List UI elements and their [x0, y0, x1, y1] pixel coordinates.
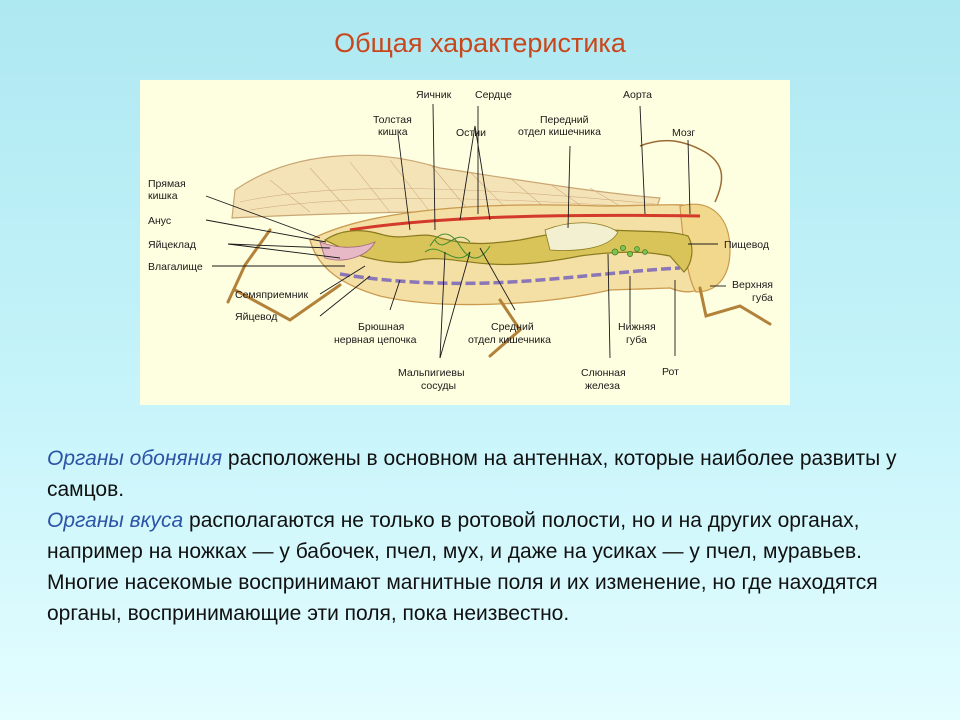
ventral-nerve-cord — [339, 266, 681, 286]
label-ovary: Яичник — [416, 89, 452, 101]
term-smell-organs: Органы обоняния — [47, 447, 223, 470]
label-nerve-cord-2: нервная цепочка — [334, 334, 417, 346]
salivary-gland — [611, 245, 648, 257]
paragraph-smell-text: расположены в основном на антеннах, кото… — [47, 447, 897, 501]
label-upper-lip: Верхняя — [732, 279, 773, 291]
label-malpighian: Мальпигиевы — [398, 367, 465, 379]
label-salivary: Слюнная — [581, 367, 626, 379]
ovary — [319, 241, 376, 261]
label-ostia: Остии — [456, 127, 486, 139]
label-lower-lip: Нижняя — [618, 321, 656, 333]
insect-anatomy-illustration: Прямая кишка Анус Яйцеклад Влагалище Сем… — [148, 89, 773, 392]
insect-anatomy-diagram: Прямая кишка Анус Яйцеклад Влагалище Сем… — [140, 80, 790, 405]
label-upper-lip-2: губа — [752, 292, 773, 304]
label-colon: Толстая — [373, 114, 412, 126]
label-oviduct: Яйцевод — [235, 311, 277, 323]
paragraph-smell: Органы обоняния расположены в основном н… — [47, 443, 927, 505]
label-colon-2: кишка — [378, 126, 408, 138]
term-taste-organs: Органы вкуса — [47, 509, 184, 532]
label-foregut-2: отдел кишечника — [518, 126, 601, 138]
diagram-labels: Прямая кишка Анус Яйцеклад Влагалище Сем… — [148, 89, 773, 392]
label-nerve-cord: Брюшная — [358, 321, 404, 333]
label-rectum-2: кишка — [148, 190, 178, 202]
label-mouth: Рот — [662, 366, 679, 378]
label-esophagus: Пищевод — [724, 239, 769, 251]
label-salivary-2: железа — [585, 380, 620, 392]
paragraph-taste-text: располагаются не только в ротовой полост… — [47, 509, 863, 563]
antenna — [639, 139, 723, 203]
label-midgut-2: отдел кишечника — [468, 334, 551, 346]
label-anus: Анус — [148, 215, 171, 227]
crop — [544, 222, 619, 251]
label-malpighian-2: сосуды — [421, 380, 456, 392]
slide-title: Общая характеристика — [334, 28, 626, 58]
paragraph-magnetic: Многие насекомые воспринимают магнитные … — [47, 571, 878, 625]
label-vagina: Влагалище — [148, 261, 203, 273]
label-lower-lip-2: губа — [626, 334, 647, 346]
legs — [226, 228, 772, 358]
label-midgut: Средний — [491, 321, 534, 333]
body-text: Органы обоняния расположены в основном н… — [47, 443, 927, 629]
label-ovipositor: Яйцеклад — [148, 239, 196, 251]
dorsal-vessel — [349, 213, 701, 232]
label-heart: Сердце — [475, 89, 512, 101]
label-rectum: Прямая — [148, 178, 186, 190]
paragraph-taste: Органы вкуса располагаются не только в р… — [47, 505, 927, 567]
label-aorta: Аорта — [623, 89, 652, 101]
label-foregut: Передний — [540, 114, 589, 126]
label-brain: Мозг — [672, 127, 695, 139]
label-spermatheca: Семяприемник — [235, 289, 308, 301]
malpighian-tubules — [424, 233, 491, 259]
label-pointer-lines — [205, 103, 726, 359]
wing-veins — [239, 159, 656, 213]
